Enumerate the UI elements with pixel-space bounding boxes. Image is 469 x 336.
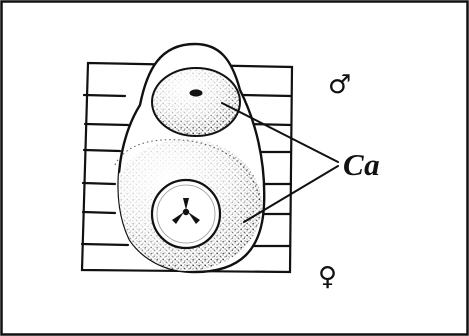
leader-lines bbox=[221, 102, 339, 223]
upper-mass bbox=[151, 67, 241, 137]
female-opening bbox=[150, 178, 222, 250]
callosity-label: Ca bbox=[343, 147, 381, 182]
column-rectangle bbox=[80, 61, 294, 274]
male-opening bbox=[189, 89, 203, 97]
female-symbol-label: ♀ bbox=[318, 262, 338, 292]
male-symbol-label: ♂ bbox=[328, 70, 352, 100]
